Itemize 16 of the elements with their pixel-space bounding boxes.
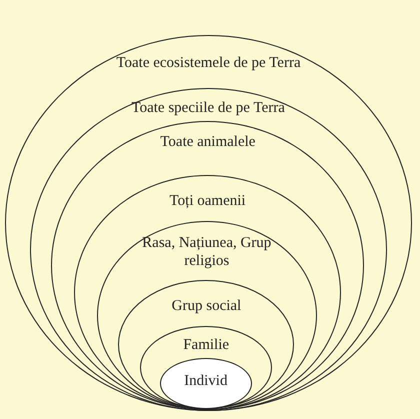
nested-circle <box>160 358 252 409</box>
circle-label: Toate speciile de pe Terra <box>132 98 285 117</box>
circle-label: Grup social <box>172 297 242 316</box>
circle-label: Familie <box>183 336 230 354</box>
nested-circle <box>74 175 342 410</box>
circle-label: Individ <box>184 372 228 390</box>
nested-circle <box>5 35 412 411</box>
nested-circle <box>96 220 317 410</box>
nested-circle <box>51 121 364 410</box>
circle-label: Toate ecosistemele de pe Terra <box>116 54 301 72</box>
circle-label: Rasa, Națiunea, Grup religios <box>142 234 272 270</box>
circle-label: Toate animalele <box>160 133 256 152</box>
nested-circle <box>30 88 387 411</box>
nested-circle <box>140 326 272 410</box>
nested-circle <box>118 280 294 410</box>
circle-label: Toți oamenii <box>170 192 246 210</box>
